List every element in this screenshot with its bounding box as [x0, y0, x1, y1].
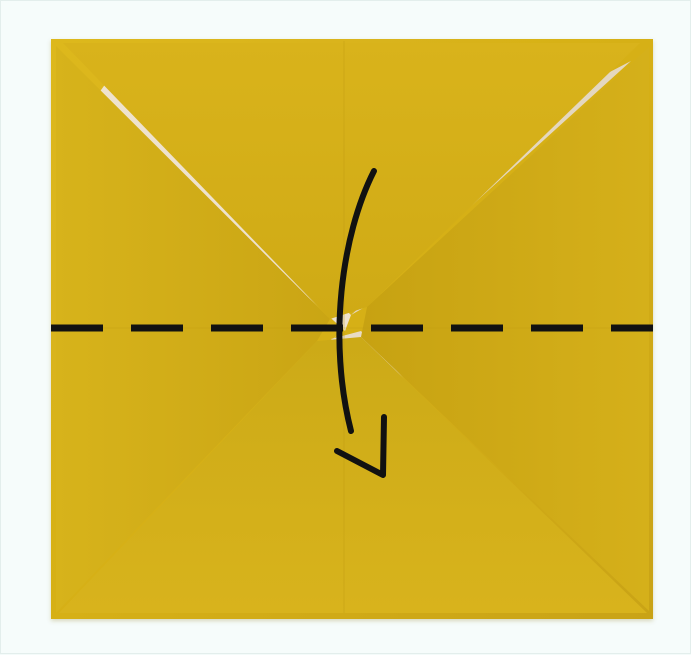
origami-illustration [1, 1, 691, 655]
image-frame [0, 0, 691, 654]
